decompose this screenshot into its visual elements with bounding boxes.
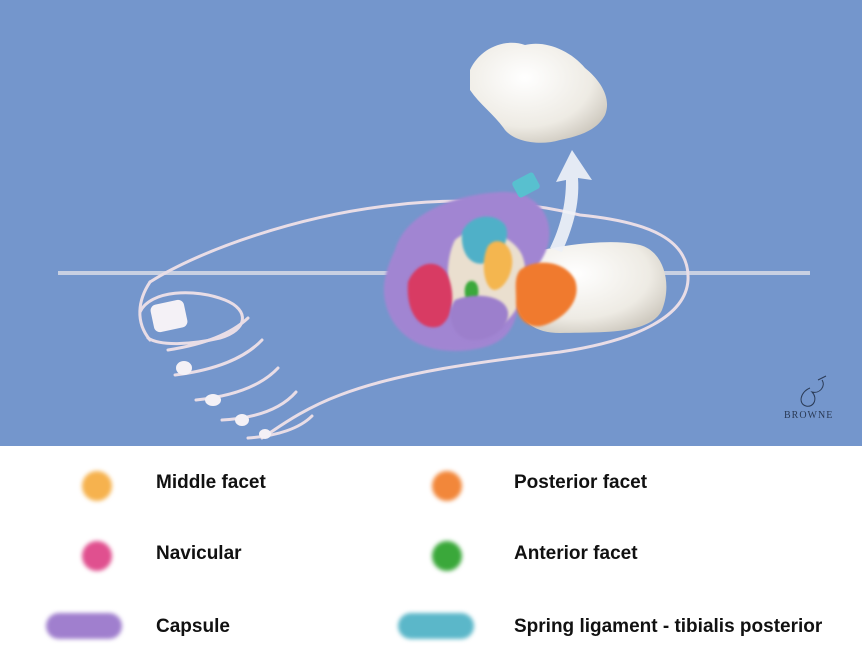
- legend-item-spring-ligament: [398, 608, 474, 644]
- navicular-swatch: [82, 541, 112, 571]
- legend-label-posterior-facet: Posterior facet: [514, 472, 647, 494]
- capsule-swatch: [46, 613, 122, 639]
- foot-illustration: [0, 0, 862, 446]
- legend-label-navicular: Navicular: [156, 543, 242, 565]
- legend-label-middle-facet: Middle facet: [156, 472, 266, 494]
- legend-item-navicular: [82, 538, 112, 574]
- posterior-facet-swatch: [432, 471, 462, 501]
- legend-item-middle-facet: [82, 468, 112, 504]
- legend-item-posterior-facet: [432, 468, 462, 504]
- spring-ligament-swatch: [398, 613, 474, 639]
- anterior-facet-swatch: [432, 541, 462, 571]
- legend-item-capsule: [46, 608, 122, 644]
- signature-text: BROWNE: [784, 410, 833, 421]
- legend-label-anterior-facet: Anterior facet: [514, 543, 638, 565]
- legend-label-spring-ligament: Spring ligament - tibialis posterior: [514, 616, 822, 638]
- legend: Middle facet Posterior facet Navicular A…: [0, 446, 862, 648]
- legend-label-capsule: Capsule: [156, 616, 230, 638]
- legend-item-anterior-facet: [432, 538, 462, 574]
- middle-facet-swatch: [82, 471, 112, 501]
